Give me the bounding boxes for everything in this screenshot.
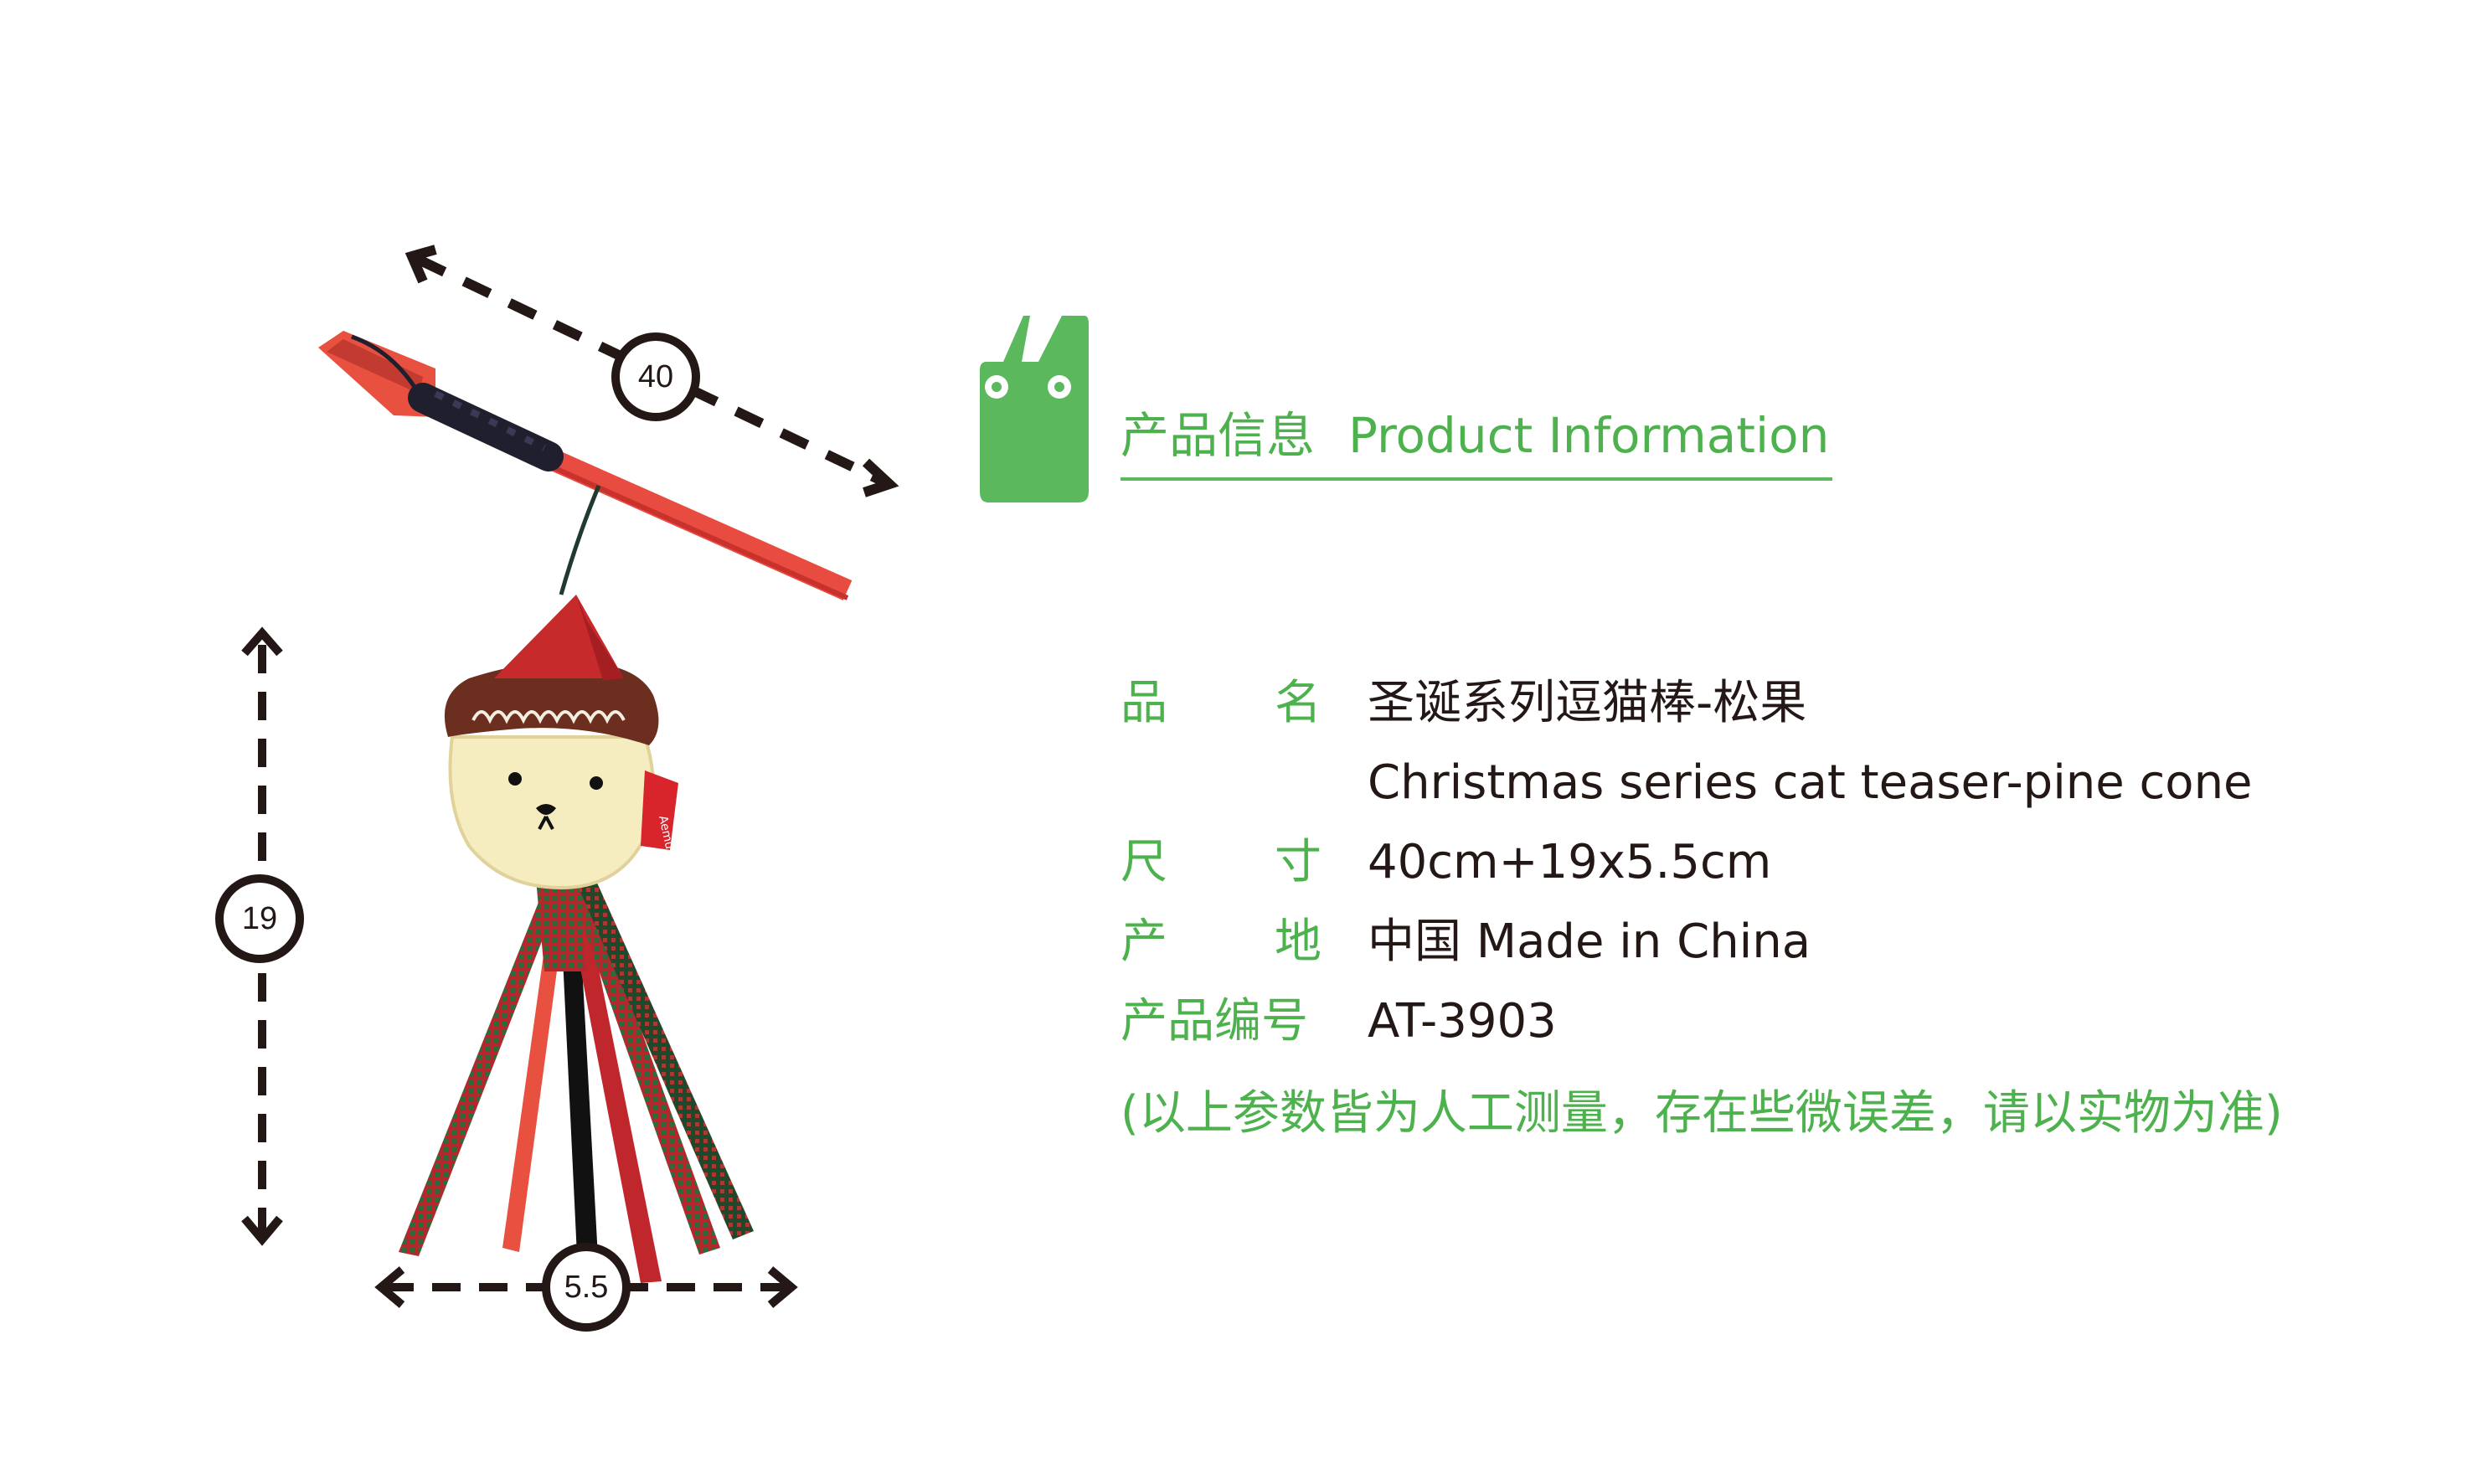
- svg-text:Aemuwayos: Aemuwayos: [656, 815, 683, 887]
- toy-string: [559, 485, 601, 595]
- product-code-label: 产品编号: [1121, 994, 1308, 1049]
- length-label: 40: [637, 359, 674, 394]
- product-name-label: 品名: [1121, 676, 1322, 730]
- width-dimension-arrow: [374, 1243, 798, 1332]
- width-label: 5.5: [564, 1270, 609, 1305]
- length-dimension-arrow: [404, 245, 899, 497]
- product-size-value: 40cm+19x5.5cm: [1368, 835, 1772, 889]
- product-code-value: AT-3903: [1368, 994, 1557, 1049]
- product-name-cn: 圣诞系列逗猫棒-松果: [1368, 676, 1807, 730]
- heading-title-en: Product Information: [1348, 407, 1830, 464]
- toy-ribbons: [399, 879, 754, 1283]
- height-label: 19: [241, 901, 278, 936]
- product-origin-value: 中国 Made in China: [1368, 915, 1811, 969]
- teaser-stick: [318, 331, 853, 600]
- product-information-heading: 产品信息 Product Information: [1121, 394, 1832, 481]
- height-dimension-arrow: [215, 626, 304, 1246]
- product-name-en: Christmas series cat teaser-pine cone: [1368, 755, 2253, 810]
- product-size-label: 尺寸: [1121, 835, 1322, 889]
- toy-head: Aemuwayos: [444, 595, 683, 890]
- product-origin-label: 产地: [1121, 915, 1322, 969]
- heading-title-cn: 产品信息: [1121, 407, 1316, 464]
- measurement-note: (以上参数皆为人工测量，存在些微误差，请以实物为准): [1121, 1086, 2283, 1141]
- green-cat-head-logo-icon: [980, 316, 1089, 502]
